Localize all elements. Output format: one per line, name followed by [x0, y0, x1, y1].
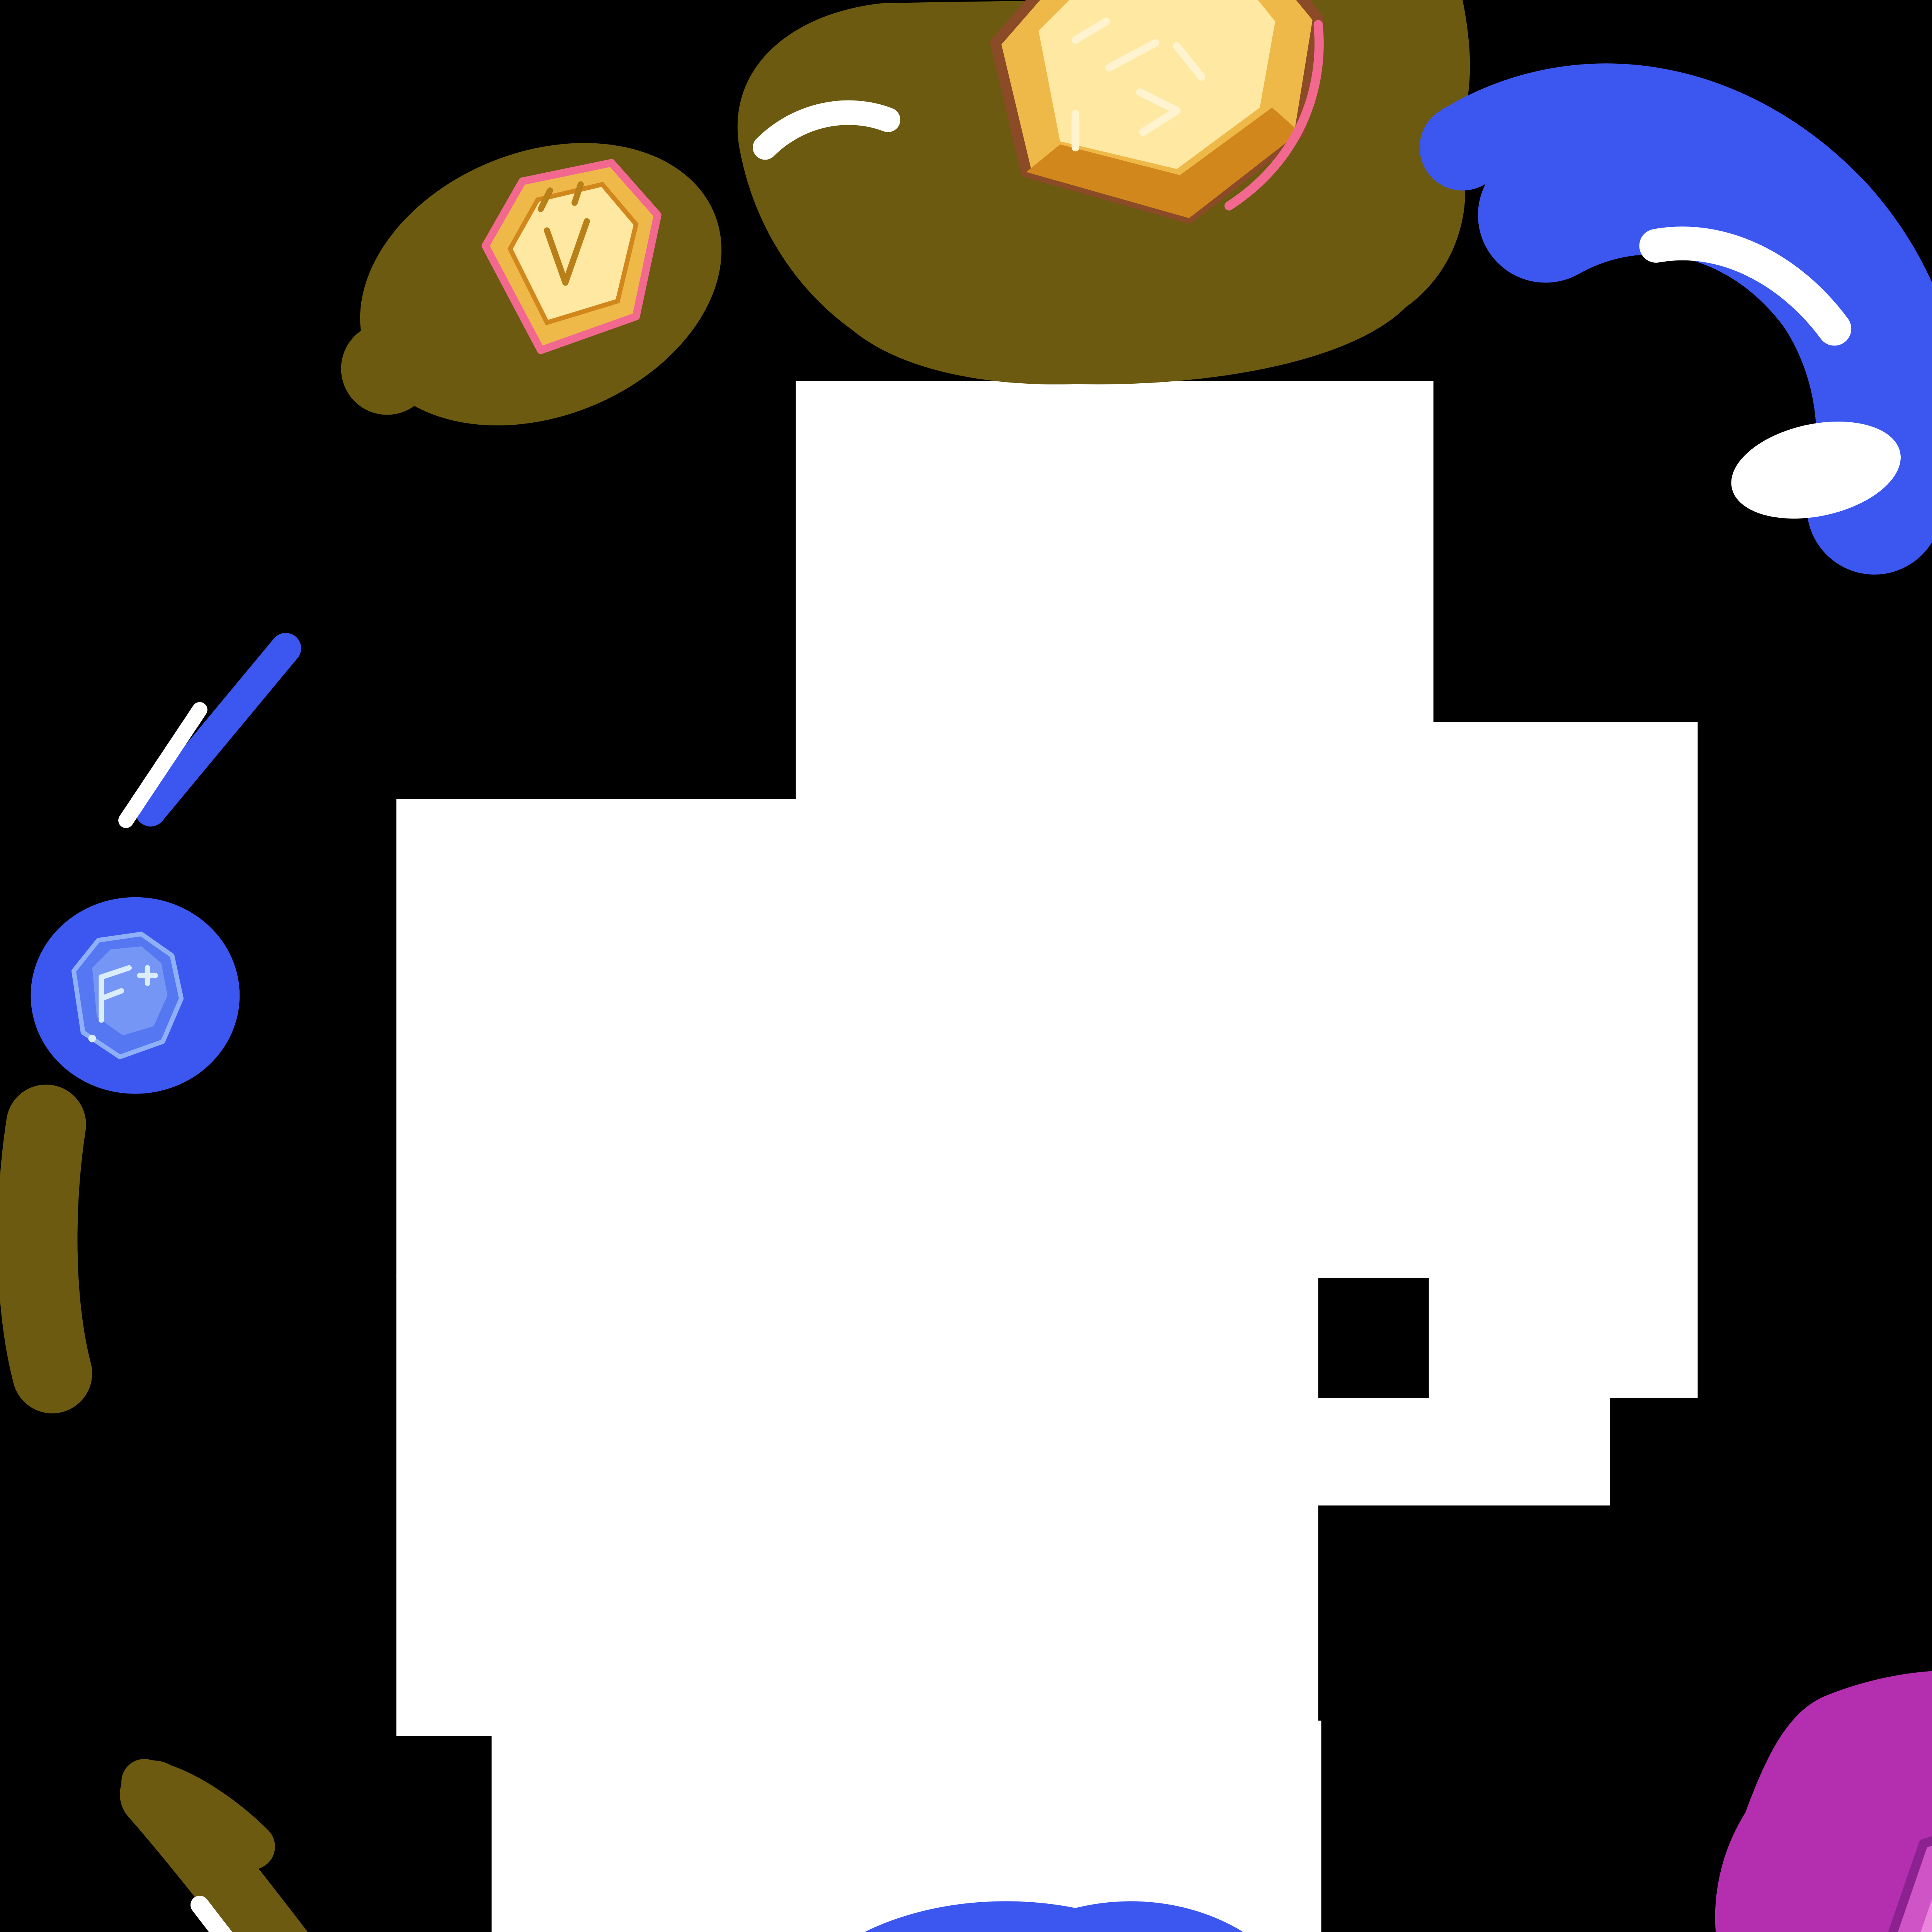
- highlight-patch: [1731, 422, 1901, 519]
- brush-stroke: [121, 1759, 275, 1870]
- gem-rune-marks: [1071, 17, 1206, 151]
- bottomright-magenta-splash: [1715, 1671, 1932, 1932]
- left-blue-splash: [31, 897, 240, 1094]
- center-white-block: [396, 1275, 1318, 1736]
- splash-shape: [864, 1901, 1243, 1932]
- gem-rune-marks: [537, 181, 590, 286]
- splash-shape: [341, 322, 434, 415]
- brush-stroke: [1478, 119, 1932, 575]
- rune-stroke: [571, 181, 584, 206]
- blue-rune-gem-small: [71, 932, 184, 1060]
- highlight-sliver: [1639, 226, 1852, 346]
- highlight-sliver: [118, 702, 207, 828]
- rune-stroke: [1105, 39, 1159, 71]
- rune-stroke: [1173, 42, 1206, 81]
- rune-sparkle: [137, 965, 158, 986]
- gem-pink-glow-edge: [1224, 20, 1324, 211]
- gem-rune-marks: [99, 965, 158, 1023]
- splash-shape: [1715, 1671, 1932, 1932]
- magenta-rune-gem: [1888, 1836, 1932, 1932]
- center-white-block: [396, 799, 1564, 1278]
- gem-face: [1920, 1899, 1932, 1932]
- rune-stroke: [544, 218, 590, 286]
- center-white-block: [1429, 722, 1698, 1398]
- brush-stroke: [120, 1760, 308, 1932]
- center-white-block: [1318, 1398, 1610, 1506]
- brush-stroke: [135, 633, 301, 827]
- highlight-sliver: [753, 100, 900, 160]
- center-white-field: [396, 381, 1698, 1932]
- gem-base: [1888, 1836, 1932, 1932]
- rune-stroke: [1136, 88, 1181, 136]
- gem-face: [1038, 0, 1276, 169]
- left-olive-stroke: [0, 1084, 92, 1413]
- rune-stroke: [537, 187, 553, 212]
- gold-rune-gem-large: [990, 0, 1324, 224]
- rune-stroke: [99, 965, 132, 980]
- rune-dot: [88, 1034, 96, 1043]
- center-white-block: [492, 1720, 1321, 1932]
- gold-rune-gem-small: [481, 159, 662, 354]
- gem-shadow-band: [1026, 107, 1300, 218]
- highlight-sliver: [190, 1896, 233, 1932]
- bottomleft-olive-stroke: [120, 1759, 308, 1932]
- bottom-blue-splash: [864, 1901, 1243, 1932]
- left-blue-dash: [118, 633, 301, 828]
- rune-stroke: [1071, 17, 1110, 44]
- topright-blue-arc: [1419, 63, 1932, 575]
- center-white-block: [796, 381, 1434, 842]
- rune-stroke: [99, 988, 124, 1002]
